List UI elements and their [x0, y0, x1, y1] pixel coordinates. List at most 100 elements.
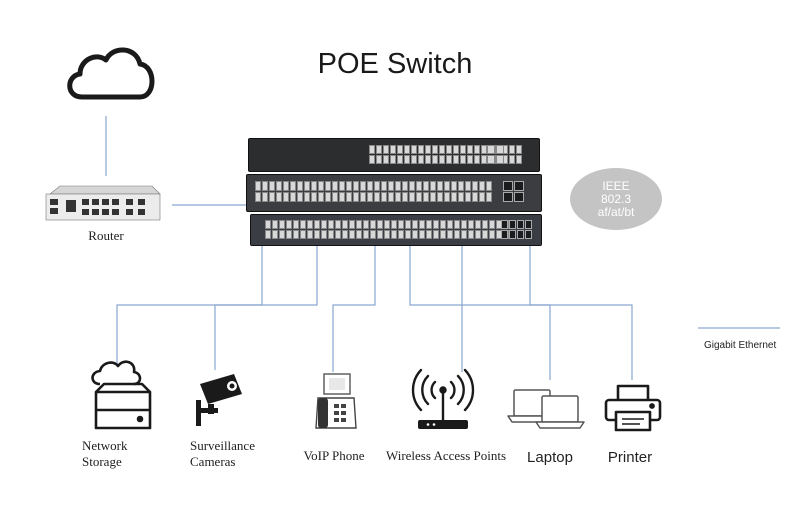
switch-port: [404, 145, 410, 154]
switch-port: [430, 181, 436, 191]
switch-port: [307, 230, 313, 239]
switch-port: [367, 181, 373, 191]
switch-port: [325, 181, 331, 191]
switch-port: [509, 230, 516, 239]
switch-port: [374, 192, 380, 202]
switch-port: [454, 230, 460, 239]
switch-port: [255, 192, 261, 202]
switch-port: [339, 181, 345, 191]
switch-port: [426, 230, 432, 239]
switch-port: [437, 192, 443, 202]
switch-port: [290, 181, 296, 191]
switch-port: [377, 220, 383, 229]
switch-port: [468, 220, 474, 229]
switch-port: [328, 230, 334, 239]
camera-icon: [196, 374, 242, 426]
switch-port: [475, 230, 481, 239]
switch-port: [460, 155, 466, 164]
switch-port: [369, 145, 375, 154]
switch-port: [465, 181, 471, 191]
switch-port: [486, 192, 492, 202]
switch-port: [454, 220, 460, 229]
switch-port: [525, 220, 532, 229]
switch-port: [363, 220, 369, 229]
switch-port: [370, 230, 376, 239]
switch-port: [307, 220, 313, 229]
cloud-icon: [67, 47, 155, 100]
network-storage-line-2: Storage: [82, 454, 122, 469]
switch-port: [482, 230, 488, 239]
switch-port: [501, 220, 508, 229]
device-label-network-storage: Network Storage: [82, 438, 146, 470]
switch-port: [481, 145, 487, 154]
switch-port: [388, 181, 394, 191]
page-title: POE Switch: [317, 48, 473, 80]
switch-port: [390, 145, 396, 154]
camera-line-2: Cameras: [190, 454, 236, 469]
switch-port: [346, 181, 352, 191]
switch-port: [447, 230, 453, 239]
switch-port: [286, 230, 292, 239]
switch-port: [314, 220, 320, 229]
switch-port: [461, 230, 467, 239]
switch-port: [418, 155, 424, 164]
switch-port: [369, 155, 375, 164]
switch-port: [409, 181, 415, 191]
switch-port: [384, 220, 390, 229]
switch-port: [262, 192, 268, 202]
switch-unit-2: [246, 174, 542, 212]
switch-port: [335, 230, 341, 239]
switch-port: [440, 220, 446, 229]
badge-line-1: IEEE: [602, 178, 630, 193]
switch-port: [501, 230, 508, 239]
router-label: Router: [88, 228, 124, 243]
switch-port: [300, 220, 306, 229]
switch-port: [416, 181, 422, 191]
switch-port: [360, 192, 366, 202]
switch-port: [432, 145, 438, 154]
switch-port: [314, 230, 320, 239]
switch-port: [437, 181, 443, 191]
switch-port: [286, 220, 292, 229]
switch-port: [370, 220, 376, 229]
laptop-icon: [507, 389, 585, 429]
switch-port: [402, 192, 408, 202]
switch-port: [458, 181, 464, 191]
switch-port: [276, 192, 282, 202]
network-storage-icon: [91, 360, 152, 430]
switch-port: [425, 155, 431, 164]
switch-1-uplinks: [487, 145, 504, 164]
switch-port: [475, 220, 481, 229]
connection-lines: [105, 116, 780, 380]
switch-port: [451, 192, 457, 202]
switch-port: [332, 181, 338, 191]
switch-port: [363, 230, 369, 239]
switch-port: [311, 192, 317, 202]
switch-port: [384, 230, 390, 239]
switch-port: [390, 155, 396, 164]
switch-port: [342, 220, 348, 229]
switch-port: [433, 230, 439, 239]
voip-link: [332, 244, 376, 372]
camera-link: [214, 244, 318, 370]
badge-line-2: 802.3: [600, 191, 632, 206]
switch-port: [349, 220, 355, 229]
switch-port: [328, 220, 334, 229]
switch-port: [411, 145, 417, 154]
switch-port: [467, 155, 473, 164]
switch-3-ports: [265, 220, 516, 239]
switch-port: [503, 181, 513, 191]
switch-port: [376, 145, 382, 154]
device-label-printer: Printer: [607, 449, 653, 466]
switch-port: [453, 145, 459, 154]
switch-port: [489, 230, 495, 239]
badge-line-3: af/at/bt: [597, 204, 635, 219]
switch-unit-1: [248, 138, 540, 172]
switch-port: [381, 192, 387, 202]
switch-port: [391, 220, 397, 229]
switch-port: [514, 192, 524, 202]
switch-port: [402, 181, 408, 191]
switch-port: [412, 230, 418, 239]
switch-port: [398, 220, 404, 229]
switch-2-ports: [255, 181, 492, 202]
